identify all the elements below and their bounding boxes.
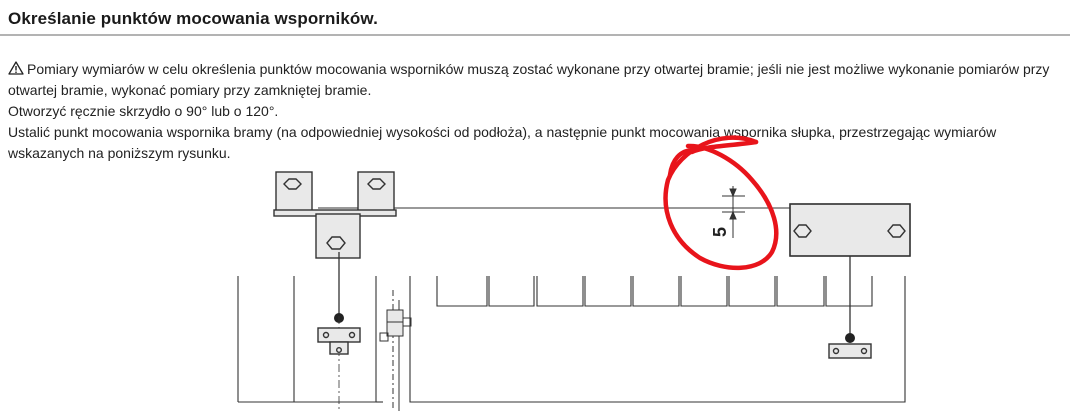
- title-divider: [0, 34, 1070, 36]
- gate-post-outline: [237, 276, 383, 403]
- dimension-marker: [722, 186, 745, 238]
- warning-paragraph: Pomiary wymiarów w celu określenia punkt…: [8, 59, 1068, 101]
- post-bracket: [789, 203, 911, 257]
- warning-triangle-icon: [8, 61, 24, 75]
- red-annotation-circle: [663, 135, 779, 270]
- instruction-fix-points: Ustalić punkt mocowania wspornika bramy …: [8, 124, 997, 161]
- lower-post-bracket: [828, 256, 872, 359]
- instructions-text: Pomiary wymiarów w celu określenia punkt…: [8, 59, 1068, 164]
- gate-bracket: [273, 171, 397, 259]
- gate-leaf-panels: [409, 276, 906, 403]
- hinge-column: [379, 290, 412, 411]
- instruction-open-leaf: Otworzyć ręcznie skrzydło o 90° lub o 12…: [8, 103, 279, 119]
- dimension-label: 5: [710, 227, 730, 237]
- warning-text: Pomiary wymiarów w celu określenia punkt…: [8, 61, 1050, 98]
- lower-gate-bracket: [317, 252, 361, 411]
- page-title: Określanie punktów mocowania wsporników.: [8, 9, 378, 28]
